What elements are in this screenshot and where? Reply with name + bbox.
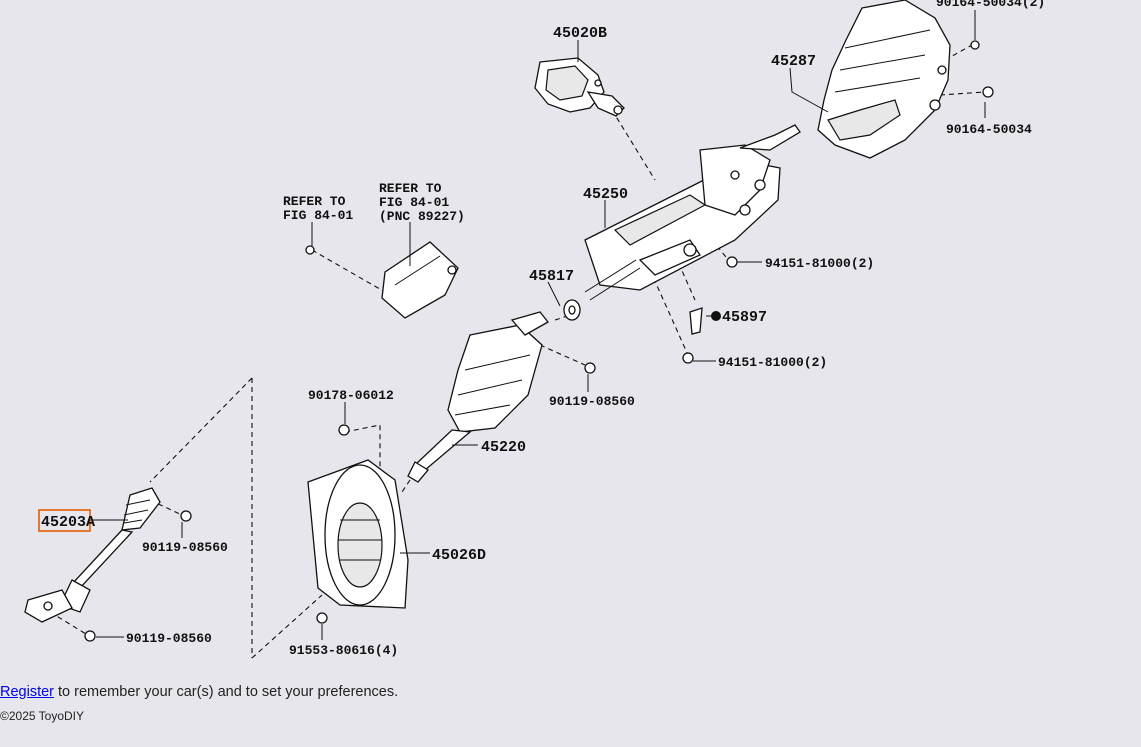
label-90164[interactable]: 90164-50034 bbox=[946, 122, 1032, 137]
leader-lines bbox=[90, 10, 986, 640]
part-labels[interactable]: 45020B 45287 90164-50034(2) 90164-50034 … bbox=[41, 0, 1045, 658]
fasteners bbox=[84, 40, 994, 642]
register-link[interactable]: Register bbox=[0, 684, 54, 700]
part-45020B-drawing bbox=[534, 57, 625, 117]
part-45203A-drawing bbox=[24, 487, 161, 623]
highlight-box bbox=[38, 509, 91, 532]
label-90119-a[interactable]: 90119-08560 bbox=[549, 394, 635, 409]
label-90178[interactable]: 90178-06012 bbox=[308, 388, 394, 403]
label-refer2-line2[interactable]: FIG 84-01 bbox=[379, 195, 449, 210]
part-45026D-drawing bbox=[307, 459, 409, 609]
label-45897[interactable]: 45897 bbox=[722, 309, 767, 326]
label-91553[interactable]: 91553-80616(4) bbox=[289, 643, 398, 658]
register-prompt: Register to remember your car(s) and to … bbox=[0, 684, 398, 700]
label-45203A[interactable]: 45203A bbox=[41, 514, 95, 531]
refer-part-drawing bbox=[381, 241, 459, 319]
part-45287-drawing bbox=[817, 0, 951, 159]
label-45026D[interactable]: 45026D bbox=[432, 547, 486, 564]
label-45287[interactable]: 45287 bbox=[771, 53, 816, 70]
label-refer1-line2[interactable]: FIG 84-01 bbox=[283, 208, 353, 223]
label-45817[interactable]: 45817 bbox=[529, 268, 574, 285]
label-90164-top[interactable]: 90164-50034(2) bbox=[936, 0, 1045, 10]
parts-diagram: 45020B 45287 90164-50034(2) 90164-50034 … bbox=[24, 0, 1045, 659]
label-45250[interactable]: 45250 bbox=[583, 186, 628, 203]
part-45817-drawing bbox=[563, 299, 581, 321]
label-refer2-line1: REFER TO bbox=[379, 181, 442, 196]
label-refer2-line3[interactable]: (PNC 89227) bbox=[379, 209, 465, 224]
label-refer1-line1: REFER TO bbox=[283, 194, 346, 209]
part-45250-drawing bbox=[584, 124, 801, 301]
label-90119-b[interactable]: 90119-08560 bbox=[142, 540, 228, 555]
register-prompt-text: to remember your car(s) and to set your … bbox=[54, 684, 399, 700]
label-94151-b[interactable]: 94151-81000(2) bbox=[718, 355, 827, 370]
label-90119-c[interactable]: 90119-08560 bbox=[126, 631, 212, 646]
label-45220[interactable]: 45220 bbox=[481, 439, 526, 456]
label-94151-a[interactable]: 94151-81000(2) bbox=[765, 256, 874, 271]
part-45220-drawing bbox=[407, 311, 549, 483]
copyright: ©2025 ToyoDIY bbox=[0, 709, 85, 723]
label-45020B[interactable]: 45020B bbox=[553, 25, 607, 42]
